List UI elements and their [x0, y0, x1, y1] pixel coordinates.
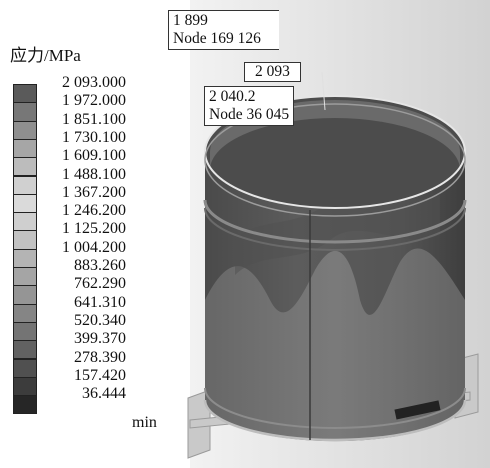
legend-swatch: [13, 230, 37, 250]
legend-swatch: [13, 248, 37, 268]
legend-title: 应力/MPa: [10, 46, 81, 65]
legend-value: 278.390: [74, 348, 126, 366]
legend-swatch: [13, 285, 37, 305]
probe-tag-node: Node 36 045: [209, 106, 290, 123]
probe-leader-line: [321, 71, 326, 111]
legend-swatch: [13, 376, 37, 397]
legend-value: 520.340: [74, 311, 126, 329]
ring-stiffener-2: [204, 207, 466, 251]
probe-tag-node: Node 169 126: [173, 30, 261, 47]
legend-swatch: [13, 175, 37, 195]
cylinder-bottom-rim: [203, 399, 467, 442]
legend-value: 1 972.000: [62, 92, 126, 110]
probe-tag-max[interactable]: 2 093: [244, 62, 301, 82]
legend-swatch: [13, 193, 37, 214]
legend-value: 1 367.200: [62, 183, 126, 201]
legend-swatch: [13, 157, 37, 177]
legend-value: 641.310: [74, 293, 126, 311]
bottom-opening: [394, 400, 441, 420]
probe-tag-node-169126[interactable]: 1 899 Node 169 126: [168, 10, 279, 50]
legend-value: 883.260: [74, 257, 126, 274]
legend-value: 1 851.100: [62, 110, 126, 128]
ring-stiffener-1: [203, 199, 467, 244]
legend-value: 1 730.100: [62, 128, 126, 146]
legend-value: 1 609.100: [62, 147, 126, 165]
legend-value: 36.444: [82, 385, 126, 403]
cylinder-top-rim: [204, 95, 466, 209]
legend-value: 1 488.100: [62, 165, 126, 183]
legend-swatch: [13, 102, 37, 122]
legend-min-label: min: [132, 414, 157, 431]
probe-tag-value: 2 093: [255, 63, 290, 80]
legend-swatch: [13, 84, 37, 104]
legend-value: 1 246.200: [62, 202, 126, 220]
probe-tag-value: 2 040.2: [209, 88, 256, 105]
legend-value: 157.420: [74, 366, 126, 384]
legend-swatch: [13, 303, 37, 323]
legend-value: 762.290: [74, 275, 126, 293]
legend-swatch: [13, 138, 37, 159]
legend-swatch: [13, 267, 37, 287]
ring-stiffener-3: [204, 387, 466, 429]
probe-tag-node-36045[interactable]: 2 040.2 Node 36 045: [204, 86, 295, 126]
legend-swatch: [13, 340, 37, 360]
legend-value: 1 125.200: [62, 220, 126, 238]
legend-swatch: [13, 395, 37, 415]
legend-value: 2 093.000: [62, 74, 126, 91]
legend-value: 399.370: [74, 330, 126, 348]
legend-swatch: [13, 321, 37, 342]
probe-tag-value: 1 899: [173, 12, 208, 29]
lower-stress-zone: [205, 248, 465, 440]
ring-stiffener-upper: [204, 103, 466, 217]
legend-swatch: [13, 358, 37, 378]
legend-swatch: [13, 120, 37, 140]
legend-swatch: [13, 212, 37, 232]
legend-value: 1 004.200: [62, 238, 126, 256]
